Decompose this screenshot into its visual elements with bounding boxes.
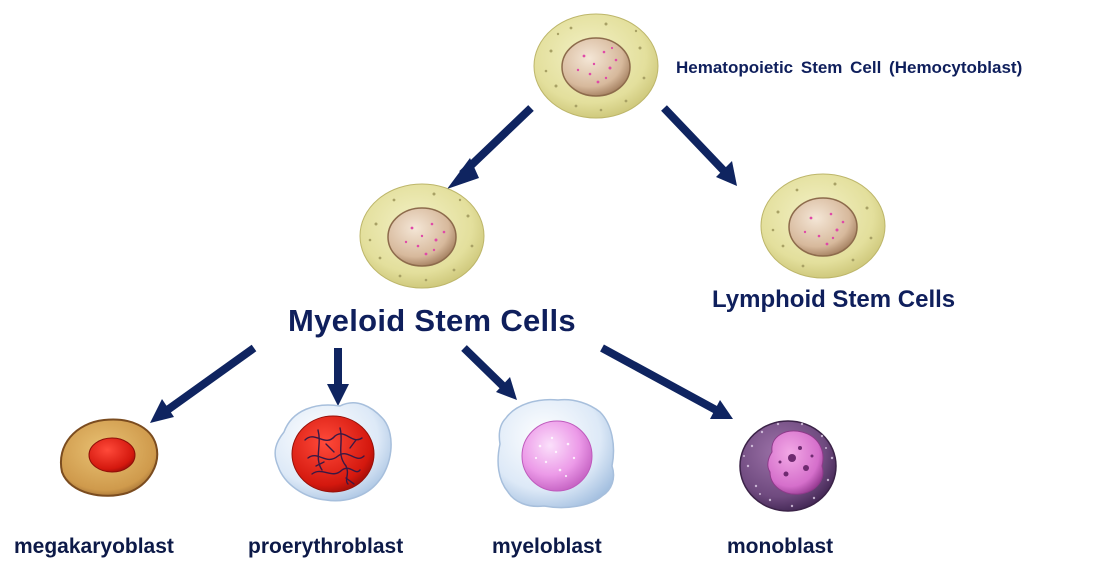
arrow-myeloid-to-myeloblast bbox=[461, 345, 507, 390]
monoblast-label: monoblast bbox=[727, 535, 834, 558]
arrowhead-myeloid-to-megakaryoblast bbox=[150, 399, 174, 423]
arrowhead-hsc-to-myeloid bbox=[447, 158, 479, 189]
arrow-hsc-to-lymphoid bbox=[661, 105, 728, 175]
arrowhead-myeloid-to-proerythroblast bbox=[327, 384, 349, 406]
arrowhead-hsc-to-lymphoid bbox=[716, 161, 737, 186]
lymphoid-stem-cell-icon bbox=[760, 173, 886, 279]
myeloblast-icon bbox=[497, 398, 615, 509]
megakaryoblast-label: megakaryoblast bbox=[14, 535, 174, 558]
arrowhead-myeloid-to-monoblast bbox=[710, 400, 733, 419]
arrow-myeloid-to-megakaryoblast bbox=[163, 344, 257, 415]
hematopoietic-stem-cell-label: Hematopoietic Stem Cell (Hemocytoblast) bbox=[676, 58, 1023, 77]
proerythroblast-icon bbox=[274, 402, 392, 502]
lymphoid-stem-cells-label: Lymphoid Stem Cells bbox=[712, 286, 956, 313]
proerythroblast-label: proerythroblast bbox=[248, 535, 404, 558]
monoblast-icon bbox=[739, 420, 837, 512]
myeloid-stem-cell-icon bbox=[359, 183, 485, 289]
hematopoietic-stem-cell-icon bbox=[533, 13, 659, 119]
myeloid-stem-cells-label: Myeloid Stem Cells bbox=[288, 303, 576, 338]
arrow-myeloid-to-monoblast bbox=[600, 344, 718, 414]
myeloblast-label: myeloblast bbox=[492, 535, 602, 558]
arrows bbox=[150, 105, 737, 423]
megakaryoblast-icon bbox=[59, 418, 159, 497]
arrowhead-myeloid-to-myeloblast bbox=[496, 377, 517, 400]
arrow-hsc-to-myeloid bbox=[459, 105, 534, 177]
